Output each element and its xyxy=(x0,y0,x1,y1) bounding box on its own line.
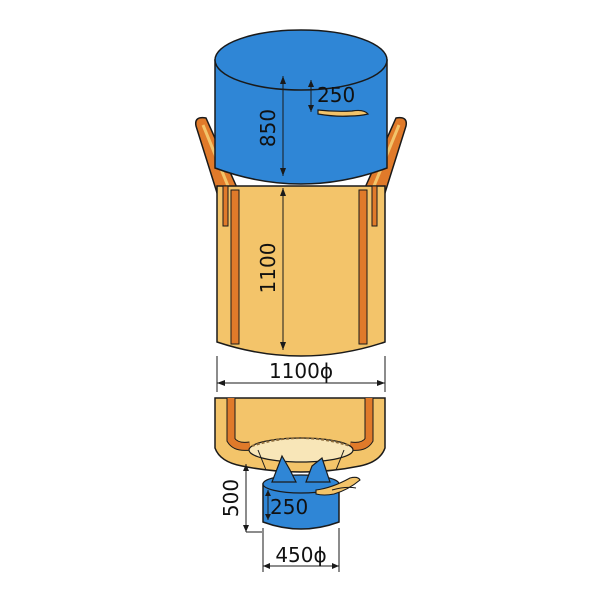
top-spout-rim xyxy=(214,29,388,91)
bottom-tie-string xyxy=(315,476,361,496)
dim-body-height: 1100 xyxy=(256,188,286,350)
dim-bottom-spout-height: 500 xyxy=(219,464,262,533)
bag-bottom-view: 500 250 450ϕ xyxy=(214,397,386,572)
spout-flap-left xyxy=(271,454,297,483)
dim-label-bottom-tie: 250 xyxy=(270,495,308,519)
dim-label-body-height: 1100 xyxy=(256,243,280,294)
dim-bottom-tie: 250 xyxy=(265,490,308,520)
top-tie-string xyxy=(317,109,370,117)
dim-label-top-spout-height: 850 xyxy=(256,109,280,147)
dim-top-tie: 250 xyxy=(308,80,355,112)
dim-label-top-tie: 250 xyxy=(317,83,355,107)
dim-top-spout-height: 850 xyxy=(256,76,286,176)
spout-flap-right xyxy=(305,456,331,483)
bottom-opening xyxy=(248,437,354,463)
dim-bottom-spout-diameter: 450ϕ xyxy=(262,528,340,572)
bag-body xyxy=(216,185,386,357)
bag-top-view: 850 250 1100 1100ϕ xyxy=(194,29,408,392)
dim-label-body-diameter: 1100ϕ xyxy=(269,359,333,383)
body-belts xyxy=(222,185,378,345)
dim-body-diameter: 1100ϕ xyxy=(216,356,386,392)
dim-label-bottom-spout-height: 500 xyxy=(219,479,243,517)
top-spout xyxy=(214,59,388,185)
dim-label-bottom-spout-diameter: 450ϕ xyxy=(275,543,326,567)
